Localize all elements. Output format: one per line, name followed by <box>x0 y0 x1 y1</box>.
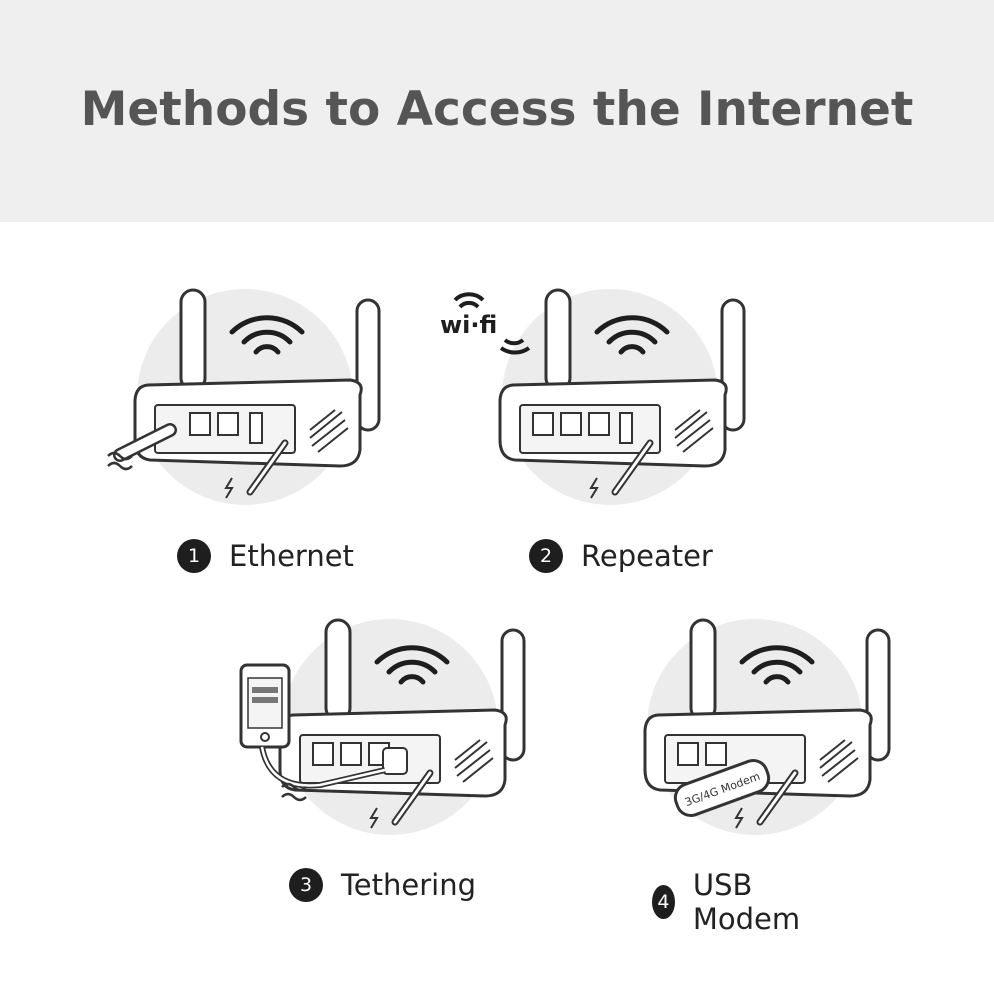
wifi-badge-text: wi·fi <box>440 311 497 339</box>
page-title: Methods to Access the Internet <box>80 82 914 137</box>
method-label: Ethernet <box>229 539 354 573</box>
smartphone-icon <box>239 663 386 802</box>
method-label: Repeater <box>581 539 713 573</box>
wifi-badge-icon <box>453 292 531 355</box>
step-badge: 2 <box>529 539 563 573</box>
step-badge: 4 <box>652 885 675 919</box>
header-banner: Methods to Access the Internet <box>0 0 994 222</box>
method-label: Tethering <box>341 868 476 902</box>
step-badge: 3 <box>289 868 323 902</box>
method-repeater-label-row: 2 Repeater <box>529 539 713 573</box>
method-usb-modem-label-row: 4 USB Modem <box>652 868 811 936</box>
method-label: USB Modem <box>692 868 801 936</box>
method-tethering-label-row: 3 Tethering <box>289 868 476 902</box>
step-badge: 1 <box>177 539 211 573</box>
method-ethernet-label-row: 1 Ethernet <box>177 539 354 573</box>
